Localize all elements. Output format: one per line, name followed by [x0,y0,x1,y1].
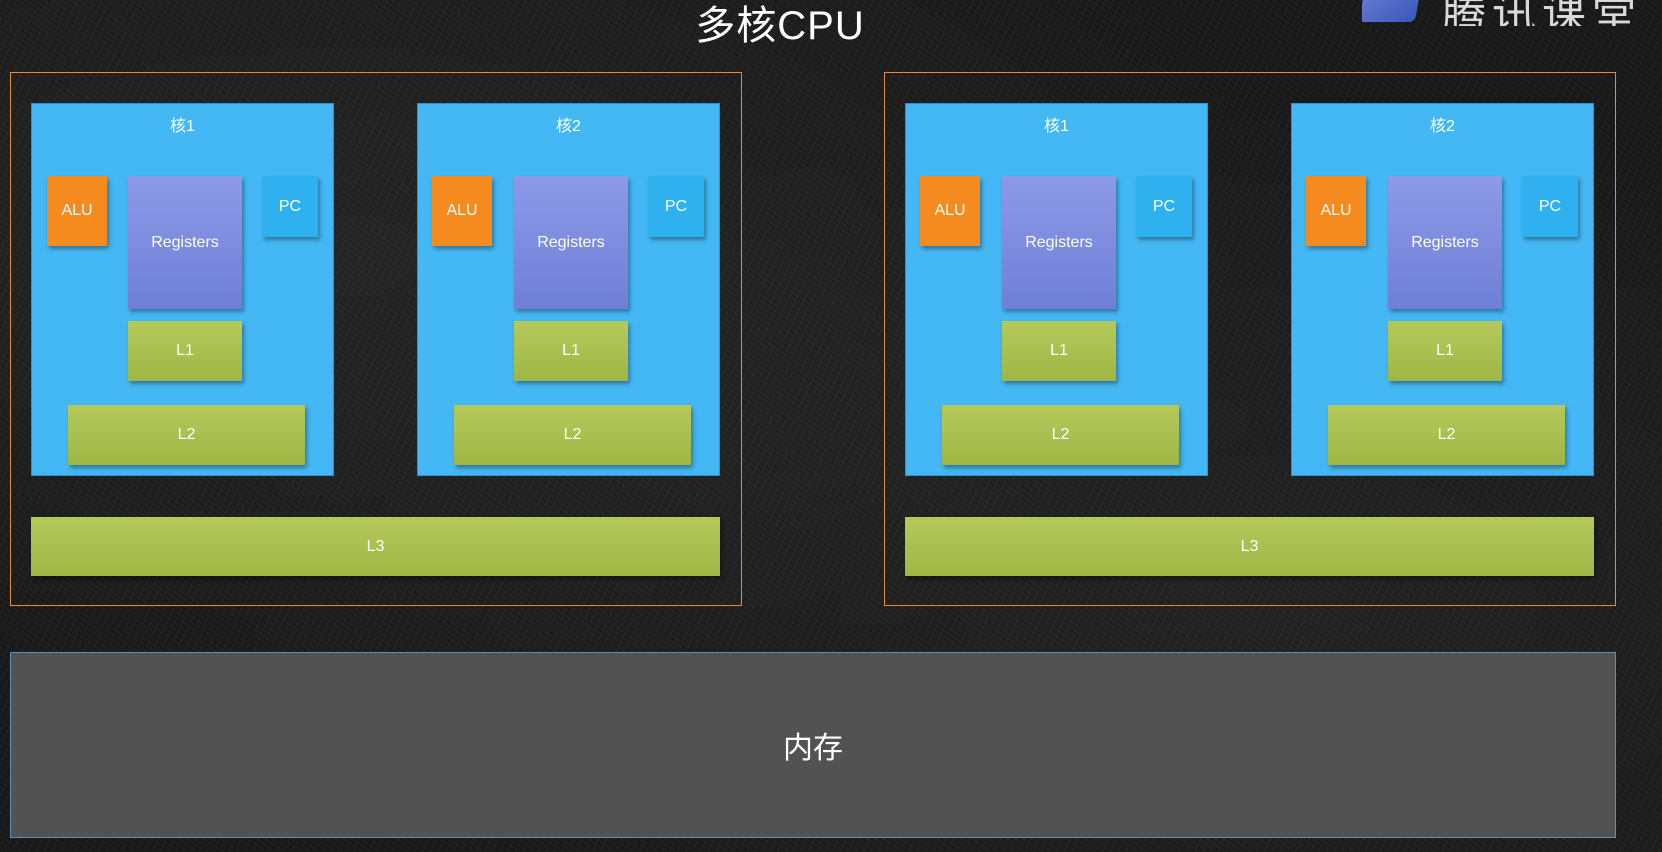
pc-block: PC [1136,176,1192,237]
alu-block: ALU [920,176,980,246]
diagram-title: 多核CPU [695,4,865,48]
main-memory: 内存 [10,652,1616,838]
registers-block: Registers [128,176,242,309]
cpu-package-1 [10,72,742,606]
core-label: 核2 [556,118,581,135]
pc-block: PC [262,176,318,237]
l2-cache: L2 [454,405,691,465]
registers-block: Registers [1002,176,1116,309]
tencent-classroom-logo: 腾讯课堂 [1362,0,1662,26]
l2-cache: L2 [1328,405,1565,465]
cpu-package-2 [884,72,1616,606]
l1-cache: L1 [1388,321,1502,381]
alu-block: ALU [1306,176,1366,246]
registers-block: Registers [1388,176,1502,309]
logo-icon [1362,0,1422,22]
core-label: 核1 [170,118,195,135]
l1-cache: L1 [514,321,628,381]
l2-cache: L2 [68,405,305,465]
pc-block: PC [1522,176,1578,237]
core-label: 核2 [1430,118,1455,135]
l3-cache: L3 [31,517,720,576]
core-label: 核1 [1044,118,1069,135]
l1-cache: L1 [1002,321,1116,381]
logo-text: 腾讯课堂 [1442,0,1642,26]
l2-cache: L2 [942,405,1179,465]
pc-block: PC [648,176,704,237]
alu-block: ALU [432,176,492,246]
registers-block: Registers [514,176,628,309]
alu-block: ALU [47,176,107,246]
l1-cache: L1 [128,321,242,381]
l3-cache: L3 [905,517,1594,576]
